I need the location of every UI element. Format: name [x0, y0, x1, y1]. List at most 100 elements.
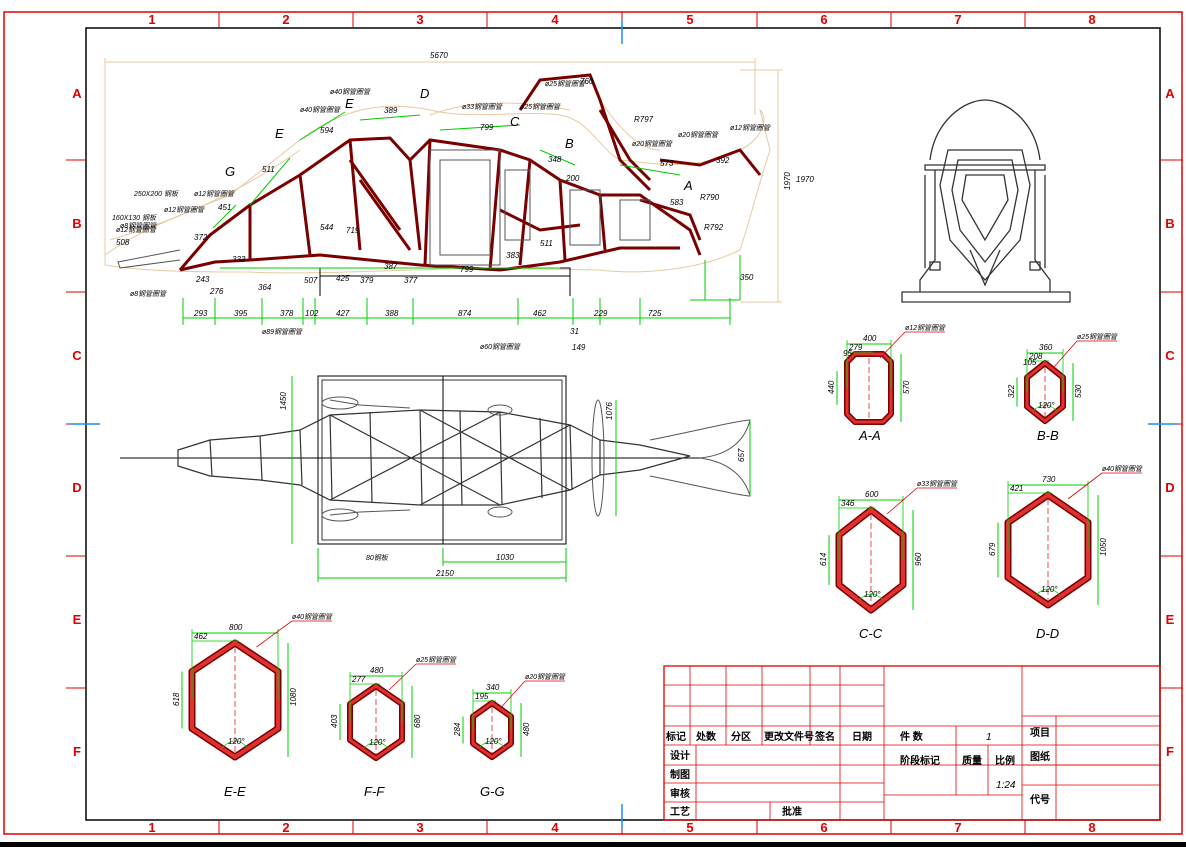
title-block-header: 处数 — [695, 730, 717, 743]
tube-spec-callout: ø40钢管圈管 — [300, 106, 341, 114]
side-dimension: 594 — [320, 126, 334, 135]
title-block-row-label: 设计 — [670, 749, 690, 762]
side-dimension: 31 — [570, 327, 579, 336]
section-side-dim: 679 — [988, 542, 997, 556]
tube-spec-callout: ø25钢管圈管 — [520, 103, 561, 111]
scale-label: 比例 — [995, 754, 1015, 767]
side-dimension: 276 — [209, 287, 224, 296]
column-label: 5 — [686, 12, 693, 27]
side-dimension: 333 — [232, 255, 246, 264]
section-inner-dim: 462 — [194, 632, 208, 641]
section-title: G-G — [480, 784, 505, 799]
section-side-dim: 614 — [819, 552, 828, 566]
side-dimension: 1970 — [796, 175, 814, 184]
mass-label: 质量 — [962, 754, 982, 767]
tube-spec-callout: ø12钢管圈管 — [730, 124, 771, 132]
section-height-dim: 1080 — [289, 688, 298, 706]
row-label: C — [1165, 348, 1175, 363]
column-label: 3 — [416, 820, 423, 835]
front-view — [901, 99, 1071, 303]
column-label: 1 — [148, 820, 155, 835]
column-label: 8 — [1088, 820, 1095, 835]
section-height-dim: 480 — [522, 722, 531, 736]
side-view: 56701970DEEGCBAø40钢管圈管ø40钢管圈管ø33钢管圈管ø25钢… — [70, 20, 1178, 830]
side-dimension: 364 — [258, 283, 272, 292]
section-inner-dim: 279 — [848, 343, 863, 352]
row-label: D — [1165, 480, 1174, 495]
side-dimension: 874 — [458, 309, 472, 318]
column-label: 3 — [416, 12, 423, 27]
side-dimension: 348 — [548, 155, 562, 164]
section-cut-label: B — [565, 136, 574, 151]
code-label: 代号 — [1029, 793, 1050, 806]
side-dimension: 544 — [320, 223, 334, 232]
section-chamfer-dim: 105 — [1023, 358, 1037, 367]
side-dimension: 425 — [336, 274, 350, 283]
title-block-row-label: 制图 — [670, 768, 690, 781]
section-inner-dim: 421 — [1010, 484, 1023, 493]
side-dimension: 799 — [460, 265, 474, 274]
section-spec-callout: ø20钢管圈管 — [525, 673, 566, 681]
side-dimension-lines — [182, 111, 741, 325]
section-side-dim: 403 — [330, 714, 339, 728]
title-block-header: 标记 — [665, 730, 686, 743]
top-dimension: 1450 — [279, 392, 288, 410]
side-dimension: 149 — [572, 343, 586, 352]
tube-spec-callout: ø8钢管圈管 — [120, 222, 157, 230]
column-label: 4 — [551, 820, 559, 835]
side-dimension: 200 — [565, 174, 580, 183]
column-label: 7 — [954, 12, 961, 27]
title-block-row-label: 工艺 — [670, 805, 690, 818]
section-side-dim: 440 — [827, 380, 836, 394]
column-label: 4 — [551, 12, 559, 27]
drawing-label: 图纸 — [1030, 750, 1050, 763]
tube-spec-callout: ø20钢管圈管 — [632, 140, 673, 148]
top-dimension-lines — [291, 376, 751, 582]
side-dimension: 379 — [360, 276, 374, 285]
section-height-dim: 1050 — [1099, 538, 1108, 556]
section-inner-dim: 208 — [1028, 352, 1043, 361]
side-dimension: 451 — [218, 203, 231, 212]
tube-spec-callout: ø20钢管圈管 — [678, 131, 719, 139]
section-title: C-C — [859, 626, 883, 641]
section-width-dim: 340 — [486, 683, 500, 692]
title-block-header: 签名 — [814, 730, 835, 743]
side-dimension: 583 — [670, 198, 684, 207]
column-label: 2 — [282, 820, 289, 835]
overall-dimension — [104, 58, 782, 303]
side-dimension: 511 — [540, 239, 553, 248]
section-width-dim: 600 — [865, 490, 879, 499]
column-label: 1 — [148, 12, 155, 27]
side-dimension: 229 — [593, 309, 608, 318]
title-block-header: 分区 — [731, 730, 751, 743]
project-label: 项目 — [1030, 727, 1050, 739]
side-dimension: 377 — [404, 276, 418, 285]
top-legs — [321, 396, 751, 522]
section-width-dim: 480 — [370, 666, 384, 675]
section-title: F-F — [364, 784, 385, 799]
section-inner-dim: 277 — [351, 675, 366, 684]
section-cut-label: E — [275, 126, 284, 141]
side-dimension: R797 — [634, 115, 654, 124]
tube-spec-callout: ø12钢管圈管 — [194, 190, 235, 198]
row-label: A — [1165, 86, 1175, 101]
top-base-plate — [317, 375, 567, 545]
side-internal-detail — [117, 149, 651, 269]
section-width-dim: 730 — [1042, 475, 1056, 484]
top-dimension: 1030 — [496, 553, 514, 562]
front-base — [901, 291, 1071, 303]
side-tube-frame — [178, 73, 762, 272]
row-label: F — [1166, 744, 1174, 759]
section-height-dim: 680 — [413, 714, 422, 728]
side-dimension: 383 — [506, 251, 520, 260]
section-angle-dim: 120° — [369, 738, 386, 747]
side-base — [319, 267, 571, 296]
section-inner-dim: 195 — [475, 692, 489, 701]
section-chamfer-dim: 95 — [843, 349, 852, 358]
side-dimension: 719 — [346, 226, 360, 235]
